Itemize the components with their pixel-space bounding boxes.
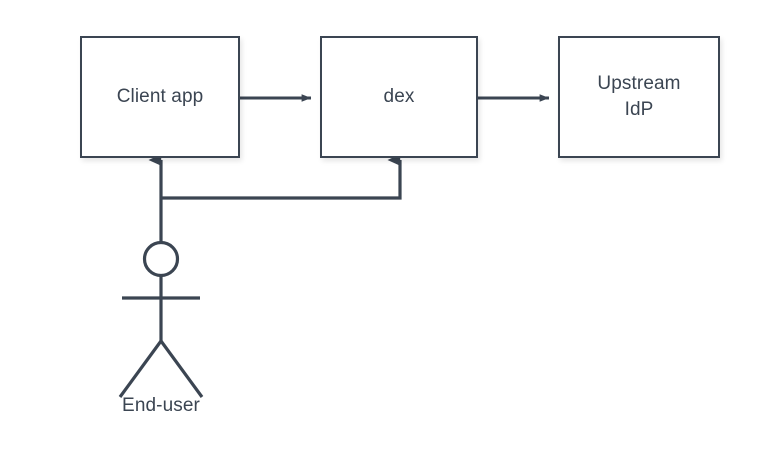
node-upstream-idp[interactable]: Upstream IdP (558, 36, 720, 158)
edge-end-user-to-dex (161, 154, 402, 200)
node-client-app-label: Client app (116, 86, 204, 108)
node-dex[interactable]: dex (320, 36, 478, 158)
stick-figure-leg-left (118, 340, 163, 398)
stick-figure-head (142, 240, 180, 278)
end-user-label: End-user (122, 395, 200, 416)
node-dex-label: dex (383, 86, 415, 108)
node-client-app[interactable]: Client app (80, 36, 240, 158)
node-upstream-idp-label: Upstream IdP (597, 73, 681, 120)
end-user-stick-figure (118, 240, 204, 398)
stick-figure-leg-right (159, 340, 204, 398)
